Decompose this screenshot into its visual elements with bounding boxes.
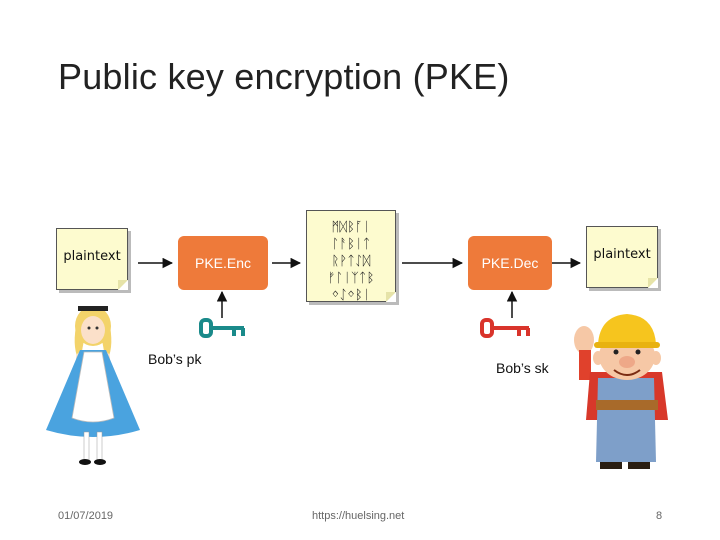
plaintext-label: plaintext xyxy=(63,249,121,264)
footer-url: https://huelsing.net xyxy=(312,510,405,522)
ciphertext-line: ᚱᚹᛏᛇᛞ xyxy=(331,254,371,269)
pke-enc-box: PKE.Enc xyxy=(178,236,268,290)
public-key-icon xyxy=(199,318,245,338)
plaintext-note-right: plaintext xyxy=(586,226,658,288)
secret-key-icon xyxy=(480,318,530,338)
ciphertext-line: ᚠᛚᛁᛉᛏᛒ xyxy=(327,271,375,286)
bob-pk-label: Bob’s pk xyxy=(148,351,202,367)
slide-title: Public key encryption (PKE) xyxy=(58,56,510,97)
ciphertext-line: ᛚᚨᛒᛁᛏ xyxy=(331,237,371,252)
ciphertext-line: ᛗᛞᛒᚪᛁ xyxy=(331,220,371,235)
bob-sk-label: Bob’s sk xyxy=(496,360,549,376)
footer-page-number: 8 xyxy=(656,510,663,522)
pke-dec-box: PKE.Dec xyxy=(468,236,552,290)
plaintext-note-left: plaintext xyxy=(56,228,128,290)
ciphertext-glyphs: ᛗᛞᛒᚪᛁ ᛚᚨᛒᛁᛏ ᚱᚹᛏᛇᛞ ᚠᛚᛁᛉᛏᛒ ᛜᛇᛜᛒᛁ xyxy=(307,211,395,304)
ciphertext-line: ᛜᛇᛜᛒᛁ xyxy=(331,288,371,303)
footer-date: 01/07/2019 xyxy=(58,510,114,522)
plaintext-label: plaintext xyxy=(593,247,651,262)
ciphertext-note: ᛗᛞᛒᚪᛁ ᛚᚨᛒᛁᛏ ᚱᚹᛏᛇᛞ ᚠᛚᛁᛉᛏᛒ ᛜᛇᛜᛒᛁ xyxy=(306,210,396,304)
